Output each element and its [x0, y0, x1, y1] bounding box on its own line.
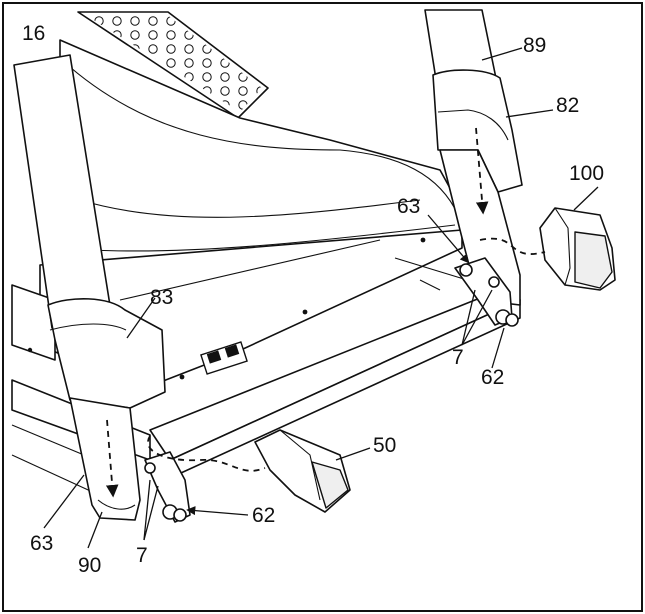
right-upright: [424, 9, 523, 306]
bracket-right: [454, 257, 519, 327]
base-cap-100: [539, 207, 616, 291]
callout-82: 82: [556, 94, 579, 117]
bracket-left: [144, 451, 191, 523]
assembly-arrows: [105, 127, 546, 498]
leader-lines: [43, 47, 599, 549]
callout-7-upper: 7: [452, 346, 464, 369]
callout-7-lower: 7: [136, 544, 148, 567]
callout-83: 83: [150, 286, 173, 309]
callout-90: 90: [78, 554, 101, 577]
callout-89: 89: [523, 34, 546, 57]
callout-63-upper: 63: [397, 195, 420, 218]
callout-16: 16: [22, 22, 45, 45]
base-cap-50: [254, 429, 351, 513]
callout-63-lower: 63: [30, 532, 53, 555]
callout-50: 50: [373, 434, 396, 457]
callout-62-upper: 62: [481, 366, 504, 389]
callout-62-lower: 62: [252, 504, 275, 527]
callout-100: 100: [569, 162, 604, 185]
callout-labels: 16 89 82 100 63 83 7 62 50 62 63 90 7: [22, 22, 604, 577]
